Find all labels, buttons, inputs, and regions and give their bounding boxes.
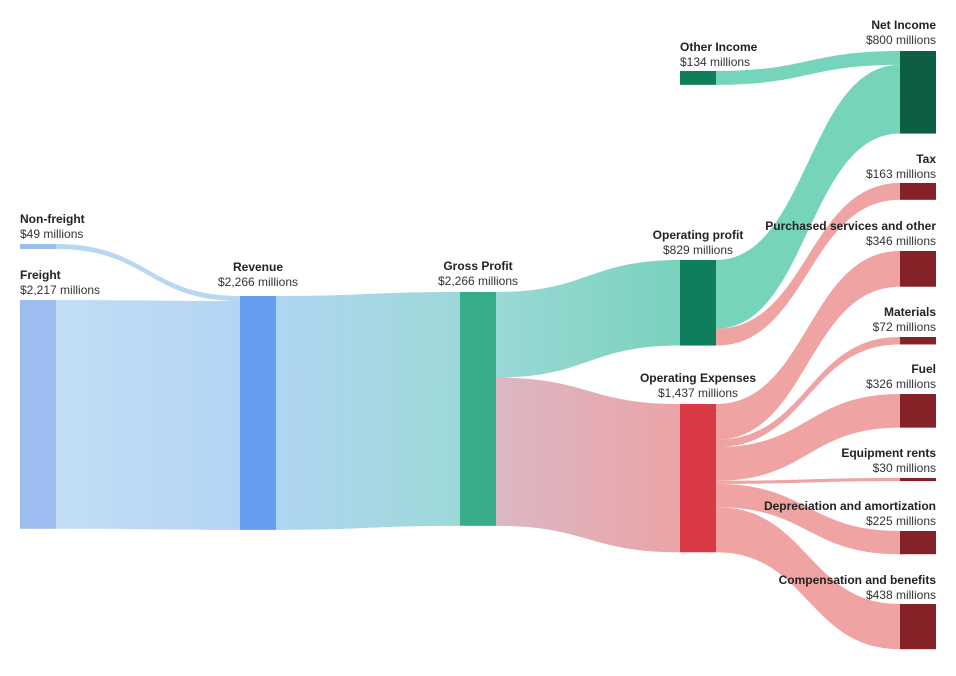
node-label-depreciation: Depreciation and amortization [764,499,936,513]
node-materials[interactable] [900,337,936,345]
node-gross[interactable] [460,292,496,526]
node-nonfreight[interactable] [20,244,56,250]
node-compensation[interactable] [900,604,936,650]
node-label-netincome: Net Income [871,18,936,32]
link-nonfreight-to-revenue[interactable] [56,244,240,302]
link-opex-to-fuel[interactable] [716,394,900,481]
node-fuel[interactable] [900,394,936,428]
node-value-equipment: $30 millions [873,461,936,475]
node-opex[interactable] [680,404,716,553]
links-layer [56,51,900,650]
node-freight[interactable] [20,300,56,529]
node-value-freight: $2,217 millions [20,283,100,297]
link-opprofit-to-netincome[interactable] [716,64,900,329]
link-revenue-to-gross[interactable] [276,292,460,530]
node-label-equipment: Equipment rents [841,446,936,460]
node-tax[interactable] [900,183,936,200]
link-opex-to-purchased[interactable] [716,251,900,440]
node-depreciation[interactable] [900,531,936,555]
node-purchased[interactable] [900,251,936,287]
node-label-gross: Gross Profit [443,259,512,273]
node-value-netincome: $800 millions [866,33,936,47]
node-value-depreciation: $225 millions [866,514,936,528]
node-value-opex: $1,437 millions [658,386,738,400]
node-label-tax: Tax [916,152,936,166]
node-netincome[interactable] [900,51,936,134]
node-label-nonfreight: Non-freight [20,212,85,226]
link-opex-to-materials[interactable] [716,337,900,448]
node-value-fuel: $326 millions [866,377,936,391]
link-otherinc-to-netincome[interactable] [716,51,900,85]
node-label-otherinc: Other Income [680,40,758,54]
node-equipment[interactable] [900,478,936,482]
link-freight-to-revenue[interactable] [56,300,240,530]
node-label-opprofit: Operating profit [653,228,744,242]
link-gross-to-opex[interactable] [496,377,680,553]
link-gross-to-opprofit[interactable] [496,260,680,378]
node-value-materials: $72 millions [873,320,936,334]
node-value-gross: $2,266 millions [438,274,518,288]
node-label-purchased: Purchased services and other [765,219,936,233]
node-value-otherinc: $134 millions [680,55,750,69]
link-opex-to-compensation[interactable] [716,507,900,650]
node-label-compensation: Compensation and benefits [779,573,937,587]
node-otherinc[interactable] [680,71,716,85]
link-opprofit-to-tax[interactable] [716,183,900,346]
node-value-compensation: $438 millions [866,588,936,602]
node-revenue[interactable] [240,296,276,530]
node-label-freight: Freight [20,268,61,282]
node-value-tax: $163 millions [866,167,936,181]
node-value-purchased: $346 millions [866,234,936,248]
node-opprofit[interactable] [680,260,716,346]
node-value-nonfreight: $49 millions [20,227,83,241]
node-label-fuel: Fuel [911,362,936,376]
node-value-opprofit: $829 millions [663,243,733,257]
node-label-opex: Operating Expenses [640,371,756,385]
link-opex-to-equipment[interactable] [716,478,900,484]
link-opex-to-depreciation[interactable] [716,483,900,555]
node-value-revenue: $2,266 millions [218,275,298,289]
nodes-layer [20,51,936,650]
node-label-revenue: Revenue [233,260,283,274]
node-label-materials: Materials [884,305,936,319]
